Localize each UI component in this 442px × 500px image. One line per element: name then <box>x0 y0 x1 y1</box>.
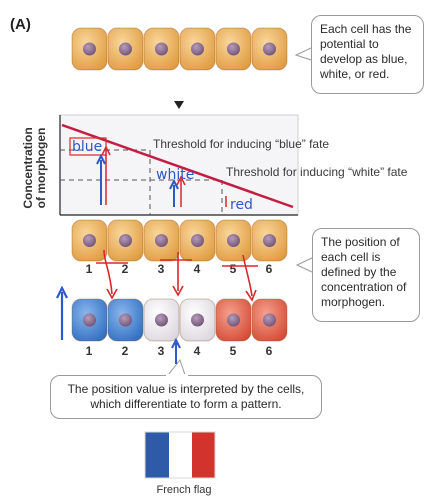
nucleus <box>191 234 204 247</box>
fate-arrowhead-1 <box>106 288 118 300</box>
cell-number: 2 <box>122 262 129 276</box>
cell-number: 4 <box>194 344 201 358</box>
fate-arrowhead-2 <box>172 285 184 297</box>
cell <box>71 219 108 262</box>
nucleus <box>119 234 132 247</box>
flag-label: French flag <box>156 484 212 496</box>
nucleus <box>263 234 276 247</box>
cell-number-row-2: 1 2 3 4 5 6 <box>86 344 273 358</box>
nucleus <box>155 42 168 56</box>
differentiated-cell-row <box>71 298 288 342</box>
nucleus <box>83 234 96 247</box>
cell-number: 1 <box>86 344 93 358</box>
fate-arrow-1 <box>103 249 113 295</box>
cell <box>251 27 288 71</box>
cell <box>215 219 252 262</box>
cell <box>143 27 180 71</box>
fate-arrow-3 <box>242 254 253 297</box>
red-cell <box>251 298 288 342</box>
blue-cell <box>71 298 108 342</box>
callout-tail-mask <box>166 374 188 377</box>
cell-number: 5 <box>230 262 237 276</box>
nucleus <box>83 42 96 56</box>
nucleus <box>191 42 204 56</box>
panel-label: (A) <box>10 16 31 33</box>
white-threshold-label: Threshold for inducing “white” fate <box>226 165 408 179</box>
nucleus <box>227 313 240 327</box>
gradient-graph <box>59 114 299 216</box>
handwritten-white-label: white <box>156 167 194 183</box>
cell-number: 1 <box>86 262 93 276</box>
callout-tail <box>295 257 313 273</box>
cell-number: 6 <box>266 262 273 276</box>
blue-threshold-label: Threshold for inducing “blue” fate <box>153 137 329 151</box>
undifferentiated-cell-row <box>71 27 288 71</box>
position-callout: The position of each cell is defined by … <box>312 228 420 322</box>
nucleus <box>155 234 168 247</box>
nucleus <box>263 42 276 56</box>
red-cell <box>215 298 252 342</box>
down-arrow-icon <box>174 101 184 109</box>
white-red-arrowhead <box>176 175 186 186</box>
red-up-arrowhead <box>101 145 111 156</box>
french-flag-icon <box>144 431 216 479</box>
handwritten-blue-label: blue <box>72 139 102 155</box>
fate-arrowhead-3 <box>245 289 257 302</box>
cell-number: 4 <box>194 262 201 276</box>
interpretation-callout: The position value is interpreted by the… <box>50 375 322 419</box>
cell <box>179 27 216 71</box>
cell <box>179 219 216 262</box>
potential-callout: Each cell has the potential to develop a… <box>311 15 424 94</box>
nucleus <box>263 313 276 327</box>
small-blue-arrowhead <box>171 337 181 349</box>
cell-number: 3 <box>158 344 165 358</box>
handwritten-red-label: red <box>230 197 253 213</box>
white-cell <box>143 298 180 342</box>
nucleus <box>155 313 168 327</box>
cell-number: 5 <box>230 344 237 358</box>
positioned-cell-row <box>71 219 288 262</box>
cell <box>107 27 144 71</box>
left-blue-arrowhead <box>56 285 68 299</box>
cell-number: 3 <box>158 262 165 276</box>
cell <box>215 27 252 71</box>
cell-number: 2 <box>122 344 129 358</box>
cell <box>71 27 108 71</box>
callout-tail <box>294 47 312 61</box>
blue-cell <box>107 298 144 342</box>
nucleus <box>191 313 204 327</box>
cell <box>251 219 288 262</box>
white-cell <box>179 298 216 342</box>
cell-number-row-1: 1 2 3 4 5 6 <box>86 262 273 276</box>
nucleus <box>119 42 132 56</box>
blue-up-arrowhead <box>96 153 106 165</box>
morphogen-gradient-line <box>61 123 294 209</box>
nucleus <box>83 313 96 327</box>
nucleus <box>227 234 240 247</box>
cell-number: 6 <box>266 344 273 358</box>
white-up-arrowhead <box>169 178 179 190</box>
nucleus <box>227 42 240 56</box>
nucleus <box>119 313 132 327</box>
cell <box>107 219 144 262</box>
callout-tail <box>167 358 186 376</box>
cell <box>143 219 180 262</box>
